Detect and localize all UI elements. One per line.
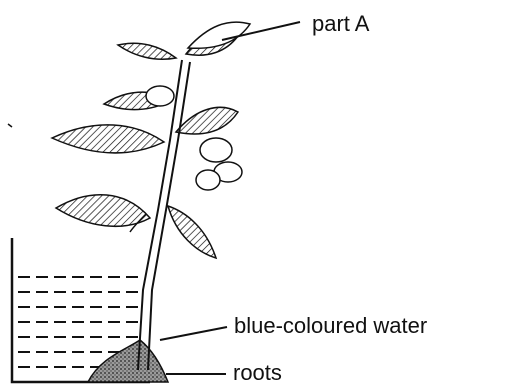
flower-upper [146,86,174,106]
label-part-a: part A [312,13,369,35]
leaf-lower-left [56,195,150,227]
roots [88,340,168,382]
label-blue-coloured-water: blue-coloured water [234,315,427,337]
leaf-lower-right [168,206,216,258]
flower-right-1 [200,138,232,162]
leaf-right-mid [176,107,238,134]
leaf-top-left [118,43,176,59]
flowers [146,86,242,190]
flower-right-3 [196,170,220,190]
label-roots: roots [233,362,282,384]
leaf-left-large [52,125,164,153]
leader-water [160,327,227,340]
stray-mark [8,124,12,127]
